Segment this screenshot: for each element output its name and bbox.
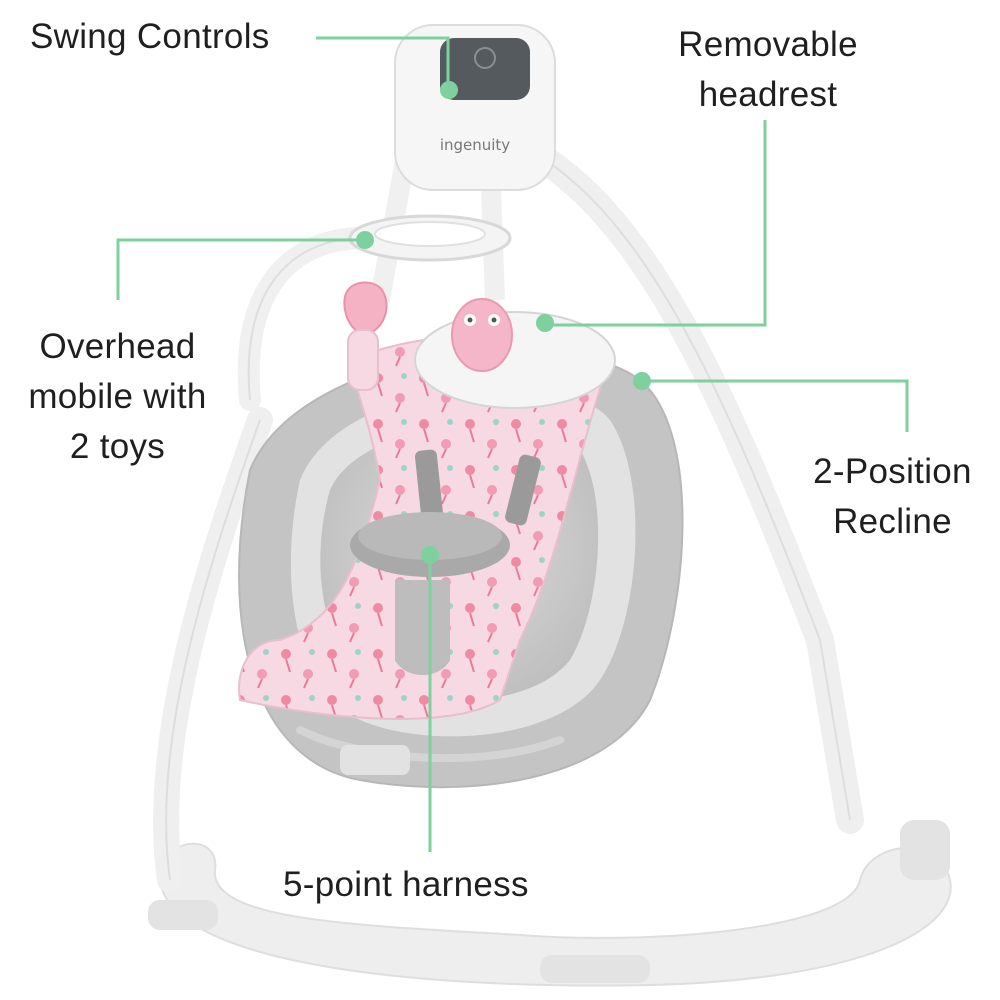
- callout-line-swing-controls: [316, 36, 450, 88]
- owl-toy: [451, 298, 513, 372]
- callout-dot-mobile: [356, 231, 374, 249]
- label-overhead-mobile: Overhead mobile with 2 toys: [10, 322, 225, 472]
- callout-dot-swing-controls: [440, 81, 458, 99]
- label-swing-controls: Swing Controls: [30, 12, 270, 62]
- foot-front: [540, 955, 650, 983]
- tulip-toy: [343, 281, 388, 337]
- label-harness-line: 5-point harness: [283, 865, 529, 904]
- brand-logo: ingenuity: [440, 136, 510, 154]
- label-harness: 5-point harness: [283, 860, 529, 910]
- callout-dot-headrest: [536, 314, 554, 332]
- base-frame: [158, 842, 952, 987]
- label-swing-controls-line: Swing Controls: [30, 17, 270, 56]
- callout-dot-harness: [421, 546, 439, 564]
- callout-line-headrest: [545, 120, 767, 327]
- harness-strap-left: [414, 449, 444, 521]
- label-removable-headrest: Removable headrest: [668, 20, 868, 120]
- harness-crotch: [395, 580, 450, 675]
- callout-dot-recline: [633, 372, 651, 390]
- callout-line-recline: [645, 379, 909, 432]
- label-mobile-line-1: Overhead: [39, 327, 196, 366]
- harness-strap-right: [505, 454, 541, 526]
- label-mobile-line-3: 2 toys: [69, 427, 166, 466]
- callout-line-mobile: [116, 238, 365, 300]
- foot-right: [900, 820, 950, 880]
- label-headrest-line-2: headrest: [698, 75, 838, 114]
- label-headrest-line-1: Removable: [678, 25, 858, 64]
- frame-leg-left-edge: [165, 419, 261, 881]
- label-recline-line-1: 2-Position: [813, 452, 972, 491]
- label-mobile-line-2: mobile with: [28, 377, 207, 416]
- foot-left: [148, 900, 218, 930]
- label-recline: 2-Position Recline: [795, 447, 990, 547]
- label-recline-line-2: Recline: [833, 502, 952, 541]
